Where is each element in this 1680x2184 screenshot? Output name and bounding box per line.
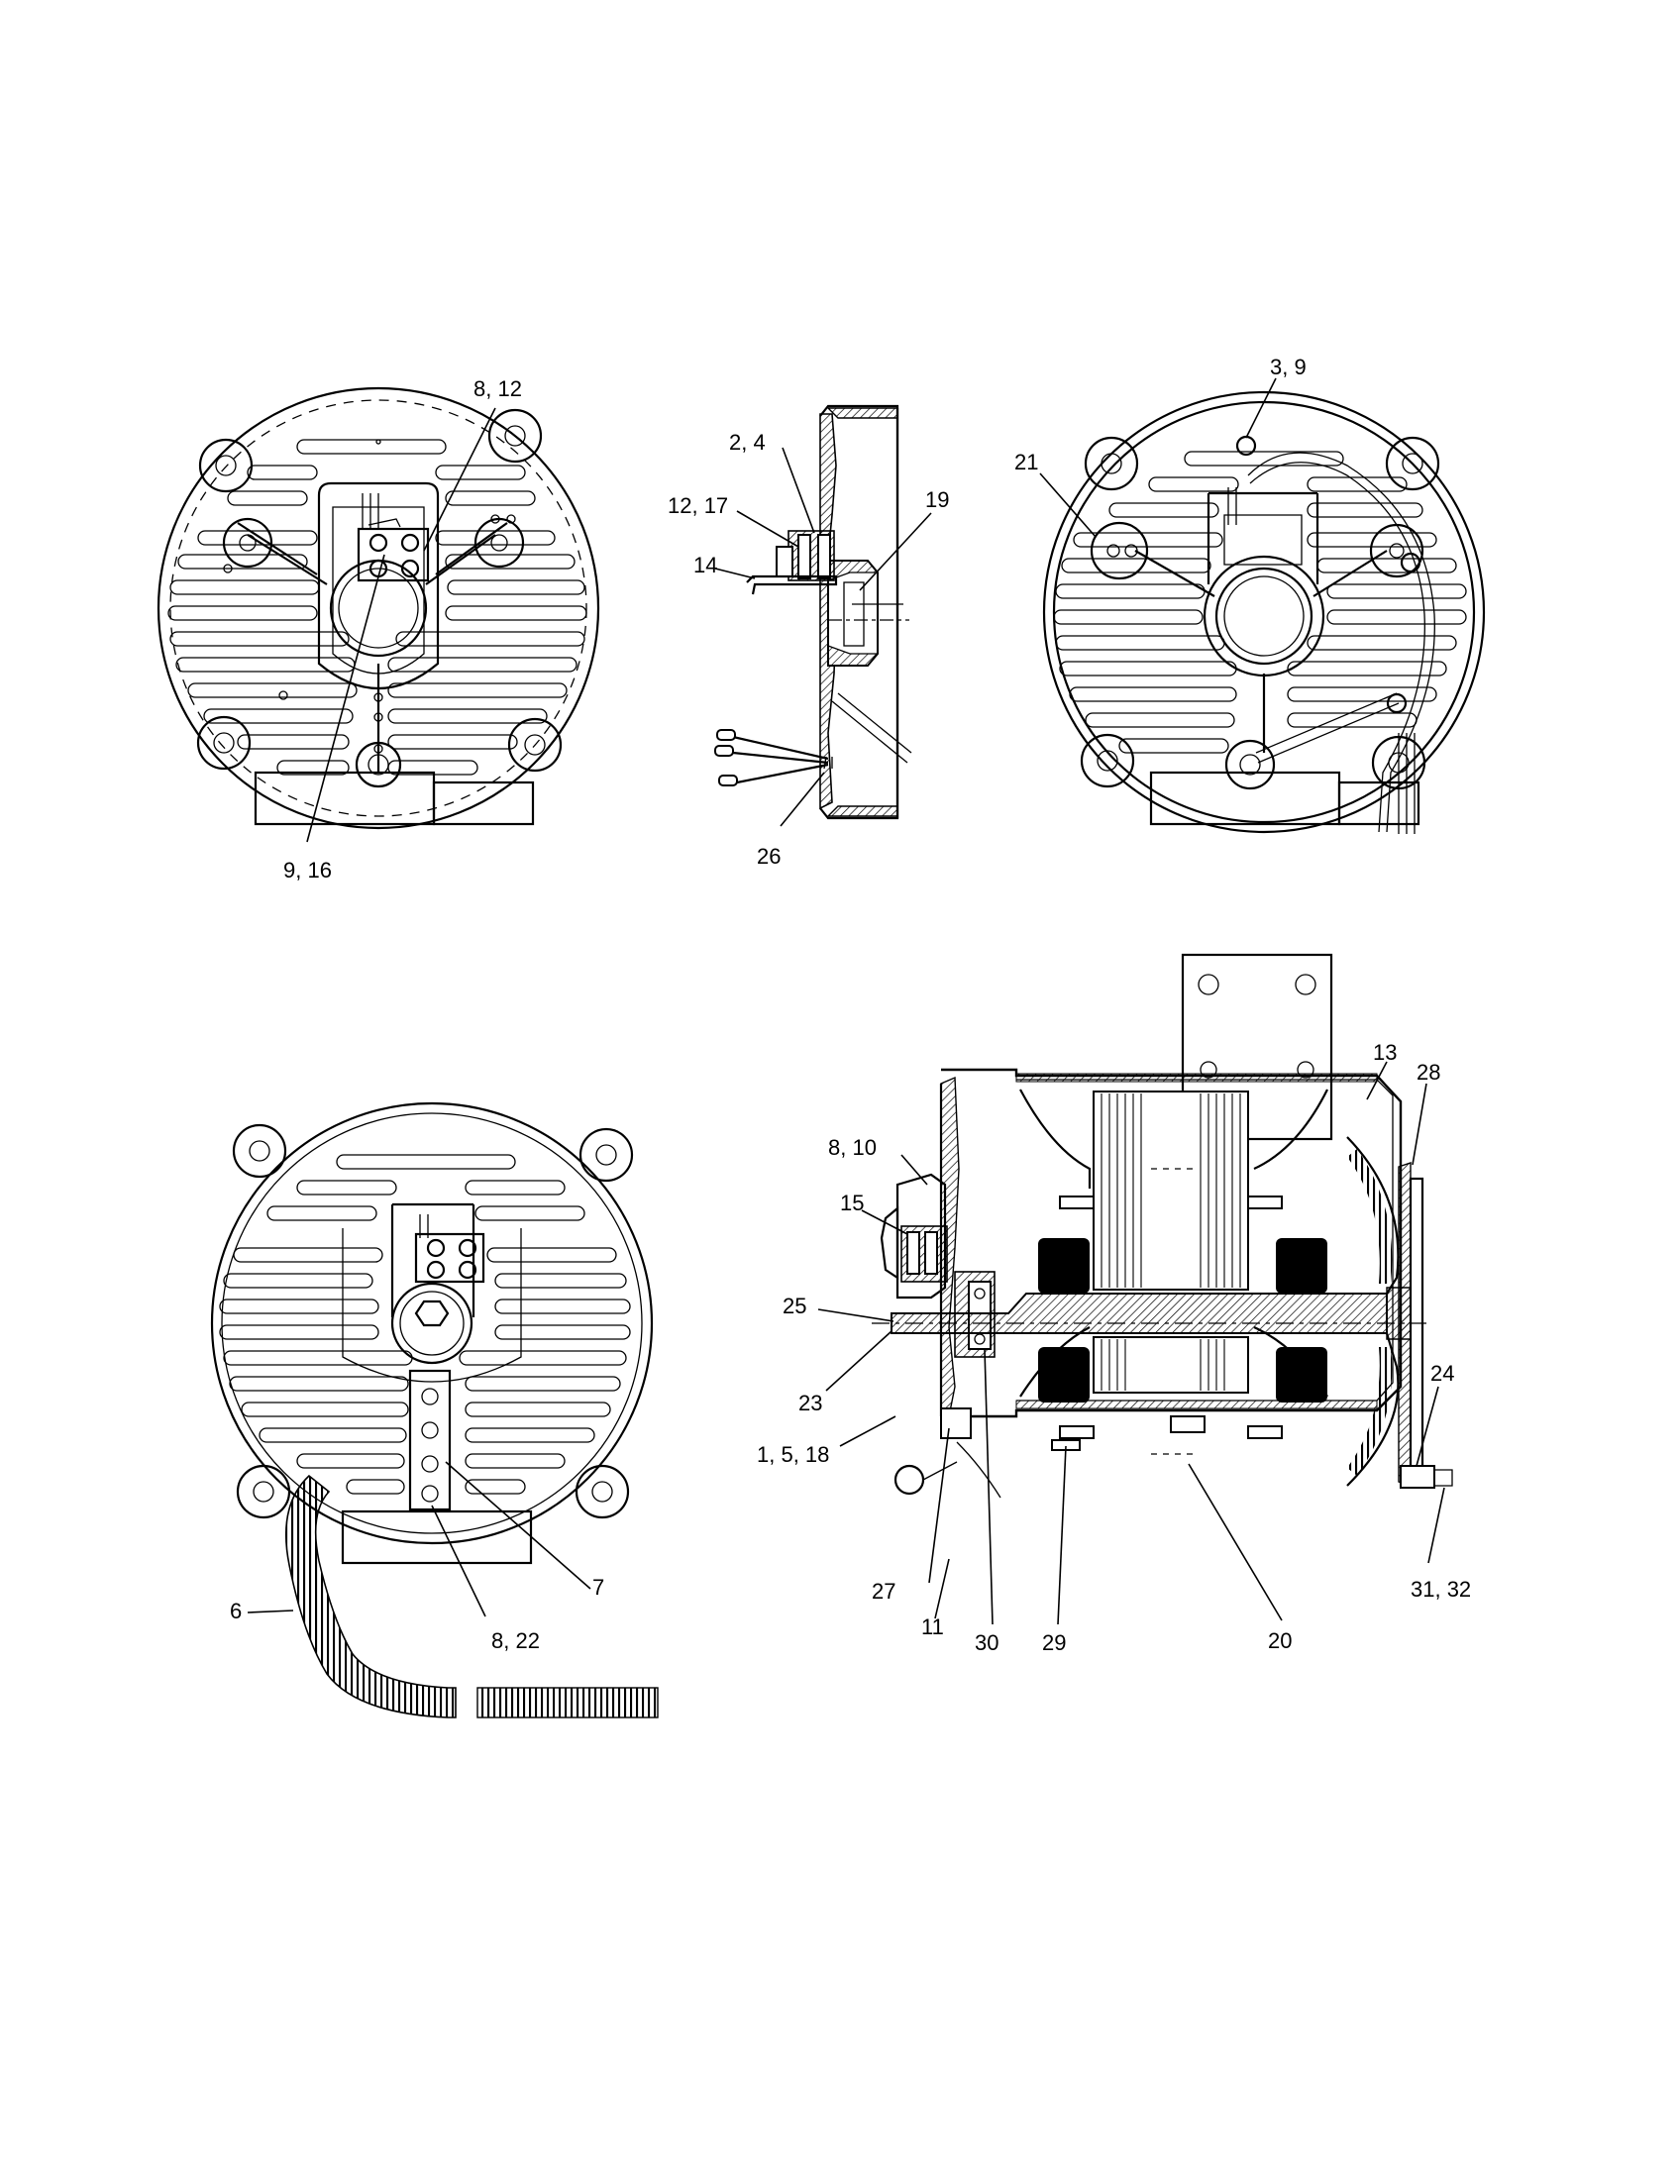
callout-30: 30 [975,1630,998,1655]
callout-20: 20 [1268,1628,1292,1653]
callout-8-12: 8, 12 [473,376,522,401]
callout-1-5-18: 1, 5, 18 [757,1442,829,1467]
callout-28: 28 [1417,1060,1440,1085]
callout-13: 13 [1373,1040,1397,1065]
callout-2-4: 2, 4 [729,430,766,455]
end-bell-rear-view: 3, 9 21 [1014,355,1486,834]
callout-21: 21 [1014,450,1038,474]
end-bell-side-section: 2, 4 12, 17 14 19 26 [668,404,949,869]
callout-7: 7 [592,1575,604,1600]
callout-25: 25 [783,1294,806,1318]
end-bell-front-view: 8, 12 9, 16 [157,376,600,883]
callout-11: 11 [921,1614,944,1639]
generator-assembly-cross-section: 13 28 8, 10 15 25 23 1, 5, 18 24 27 11 3… [757,953,1471,1655]
callout-31-32: 31, 32 [1411,1577,1471,1602]
callout-9-16: 9, 16 [283,858,332,883]
callout-14: 14 [693,553,717,577]
callout-8-22: 8, 22 [491,1628,540,1653]
callout-26: 26 [757,844,781,869]
callout-19: 19 [925,487,949,512]
callout-29: 29 [1042,1630,1066,1655]
callout-6: 6 [230,1599,242,1623]
callout-15: 15 [840,1191,864,1215]
end-bell-with-conduit-view: 6 7 8, 22 [210,1101,659,1718]
callout-27: 27 [872,1579,895,1604]
callout-24: 24 [1430,1361,1454,1386]
callout-3-9: 3, 9 [1270,355,1307,379]
callout-8-10: 8, 10 [828,1135,877,1160]
callout-23: 23 [798,1391,822,1415]
callout-12-17: 12, 17 [668,493,728,518]
